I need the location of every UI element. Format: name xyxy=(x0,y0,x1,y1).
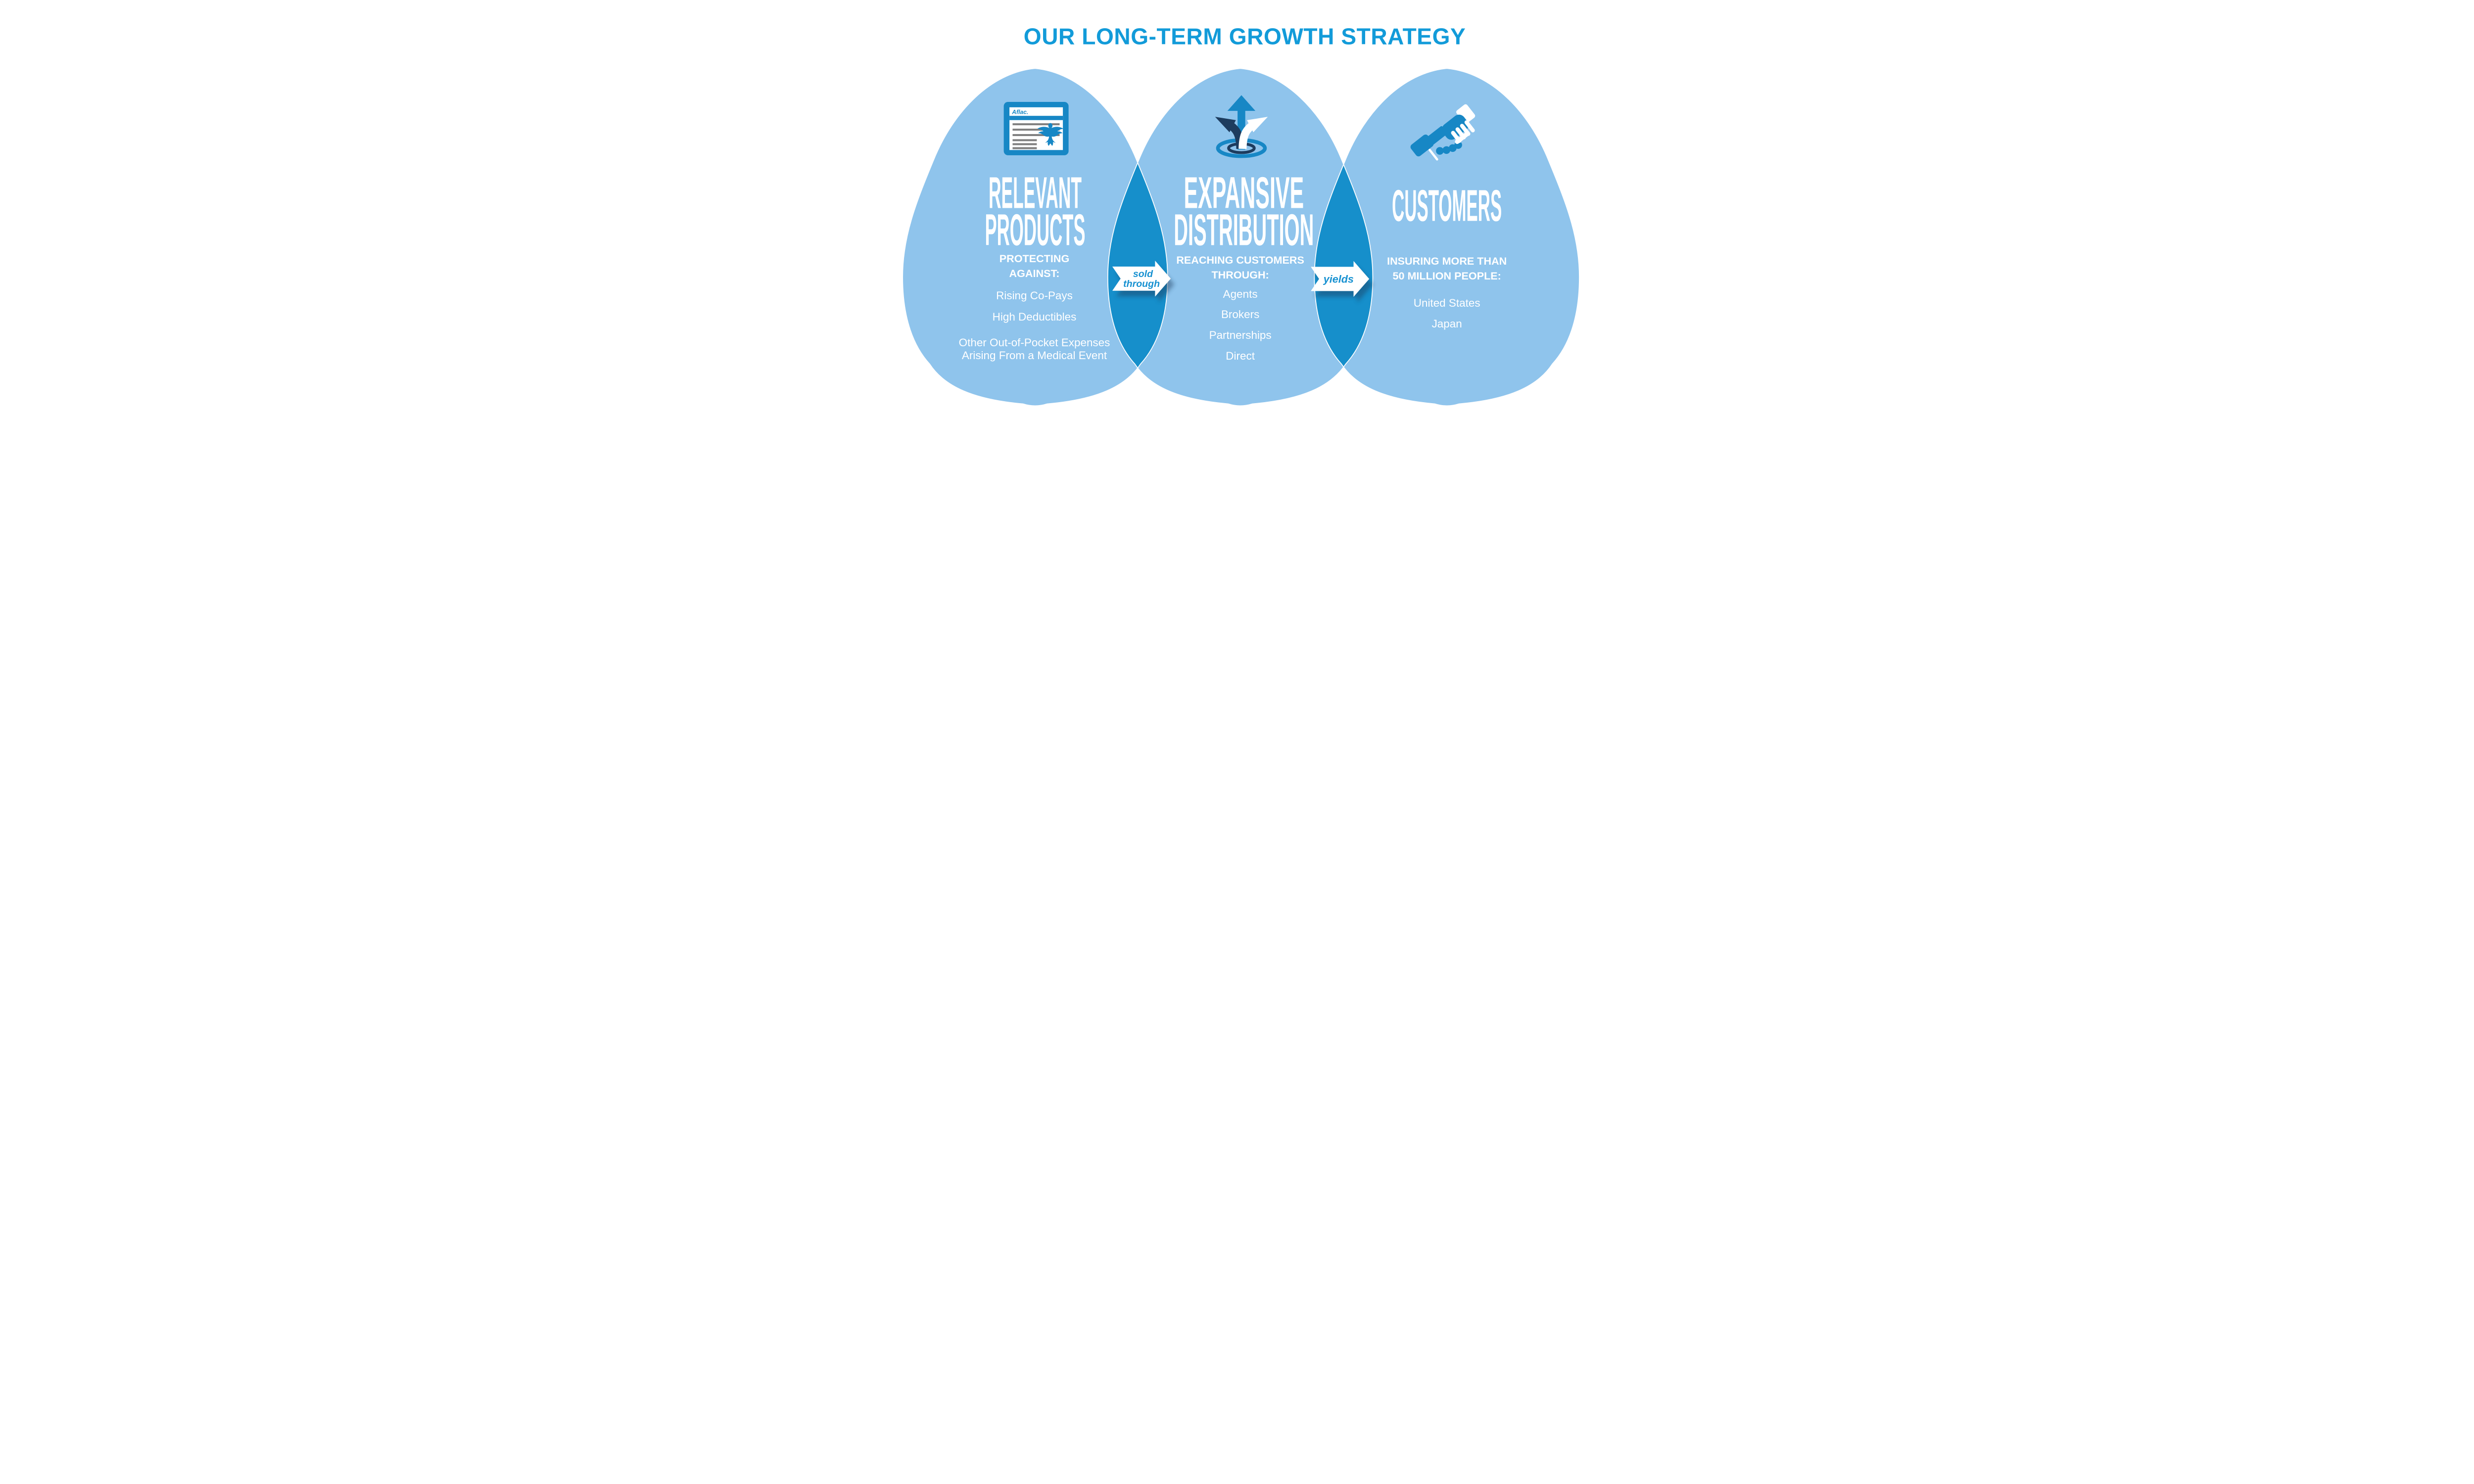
egg1-title-line1: RELEVANT xyxy=(989,168,1082,218)
yields-arrow: yields xyxy=(1311,261,1373,303)
egg2-item: Agents xyxy=(1223,288,1258,300)
white-cuff-edge xyxy=(1428,148,1438,161)
egg3-title-line1: CUSTOMERS xyxy=(1392,181,1502,231)
knuckle-dot xyxy=(1436,147,1444,155)
arrow1-label-line2: through xyxy=(1123,278,1160,289)
diverging-arrows-icon xyxy=(1215,95,1268,158)
egg2-title-line1: EXPANSIVE xyxy=(1184,168,1304,218)
egg2-heading-line1: REACHING CUSTOMERS xyxy=(1176,254,1304,266)
up-arrow xyxy=(1227,95,1256,150)
blue-forearm xyxy=(1424,126,1448,147)
document-text-line xyxy=(1012,134,1060,137)
egg3-heading-line2: 50 MILLION PEOPLE: xyxy=(1392,270,1501,282)
arrow1-label-line1: sold xyxy=(1133,269,1153,279)
egg1-heading-line2: AGAINST: xyxy=(1009,267,1060,279)
aflac-logo-text: Aflac. xyxy=(1011,109,1028,116)
egg1-title-line2: PRODUCTS xyxy=(985,205,1085,255)
egg3-item: Japan xyxy=(1432,318,1462,330)
egg1-item: Other Out-of-Pocket Expenses xyxy=(959,336,1110,349)
document-header-band xyxy=(1009,116,1063,120)
egg2-title-line2: DISTRIBUTION xyxy=(1174,205,1314,255)
document-text-line xyxy=(1012,123,1060,126)
egg3-heading-line1: INSURING MORE THAN xyxy=(1387,255,1507,267)
handshake-icon xyxy=(1410,104,1475,161)
white-thumb xyxy=(1455,131,1470,144)
egg2-item: Brokers xyxy=(1221,308,1259,321)
arrow2-label: yields xyxy=(1323,273,1354,285)
arrow-ribbon xyxy=(1112,261,1171,297)
blue-hand xyxy=(1442,114,1469,140)
right-arrow-head xyxy=(1247,117,1268,133)
knuckle-dot xyxy=(1442,146,1451,154)
egg1-item: Rising Co-Pays xyxy=(996,289,1073,302)
aflac-policy-document-icon: Aflac. xyxy=(1003,101,1069,155)
egg2-heading-line2: THROUGH: xyxy=(1211,269,1269,281)
left-arrow-head xyxy=(1215,117,1236,133)
egg3-text: CUSTOMERS INSURING MORE THAN 50 MILLION … xyxy=(1387,181,1507,330)
egg3-item: United States xyxy=(1414,297,1480,309)
document-text-line xyxy=(1012,147,1037,149)
document-text-line xyxy=(1012,143,1037,145)
duck-path xyxy=(1037,123,1064,146)
egg1-item: Arising From a Medical Event xyxy=(962,349,1107,362)
egg1-item: High Deductibles xyxy=(993,311,1077,323)
sold-through-arrow: sold through xyxy=(1112,261,1175,303)
egg2-item: Direct xyxy=(1226,350,1255,362)
egg2-text: EXPANSIVE DISTRIBUTION REACHING CUSTOMER… xyxy=(1174,168,1314,362)
document-text-line xyxy=(1012,139,1037,141)
page-title: OUR LONG-TERM GROWTH STRATEGY xyxy=(1024,23,1466,49)
slide: OUR LONG-TERM GROWTH STRATEGY Aflac. xyxy=(857,0,1617,427)
right-arrow xyxy=(1238,117,1268,149)
document-text-line xyxy=(1012,129,1060,131)
duck-silhouette-icon xyxy=(1037,123,1064,146)
arrow-ribbon xyxy=(1311,261,1370,297)
egg1-text: RELEVANT PRODUCTS PROTECTING AGAINST: Ri… xyxy=(959,168,1110,362)
white-finger xyxy=(1464,120,1475,133)
egg2-item: Partnerships xyxy=(1209,329,1272,341)
egg1-heading-line1: PROTECTING xyxy=(999,252,1069,265)
growth-strategy-diagram: OUR LONG-TERM GROWTH STRATEGY Aflac. xyxy=(902,23,1580,407)
